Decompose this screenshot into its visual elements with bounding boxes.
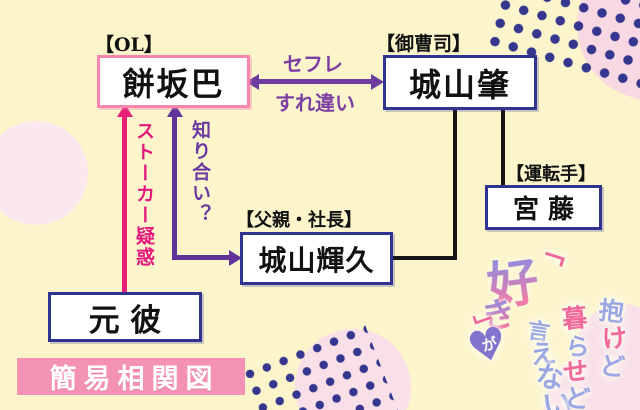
arrow-acquaintance-vertical: [172, 115, 177, 260]
character-name-driver: 宮 藤: [512, 195, 575, 225]
character-name-heroine: 餅坂巴: [122, 64, 225, 103]
arrowhead-acquaintance-right-icon: [229, 249, 242, 266]
character-name-ex-boyfriend: 元 彼: [88, 302, 162, 339]
character-box-heroine: 餅坂巴: [97, 55, 250, 108]
line-hero-to-father-horizontal: [393, 256, 457, 260]
diagram-title-badge: 簡易相関図: [17, 358, 245, 395]
character-box-ex-boyfriend: 元 彼: [48, 292, 202, 342]
relation-label-surechigai: すれ違い: [275, 91, 355, 115]
role-label-ol: 【OL】: [95, 34, 163, 56]
decor-circle-left: [0, 121, 88, 225]
character-box-father: 城山輝久: [240, 232, 393, 285]
character-box-hero: 城山肇: [383, 55, 537, 110]
role-label-onzoushi: 【御曹司】: [376, 33, 472, 55]
character-name-father: 城山輝久: [258, 243, 375, 277]
relation-label-acquaintance: 知り合い？: [189, 120, 211, 225]
tagline-char-kurase-4: ど: [563, 382, 592, 410]
arrow-acquaintance-horizontal: [173, 255, 230, 260]
arrow-stalker-line: [122, 115, 127, 292]
arrow-sefure-line: [258, 79, 372, 84]
role-label-chichioya-shachou: 【父親・社長】: [236, 210, 362, 231]
character-box-driver: 宮 藤: [485, 185, 602, 230]
line-hero-to-father-vertical: [453, 110, 457, 260]
relation-label-sefure: セフレ: [283, 52, 343, 76]
character-name-hero: 城山肇: [408, 65, 511, 104]
arrowhead-right-icon: [371, 73, 384, 90]
relation-label-stalker: ストーカー疑惑: [133, 121, 155, 268]
role-label-untenshu: 【運転手】: [506, 164, 596, 185]
tagline-char-dake-3: ど: [598, 350, 627, 383]
line-hero-to-driver: [501, 110, 505, 185]
